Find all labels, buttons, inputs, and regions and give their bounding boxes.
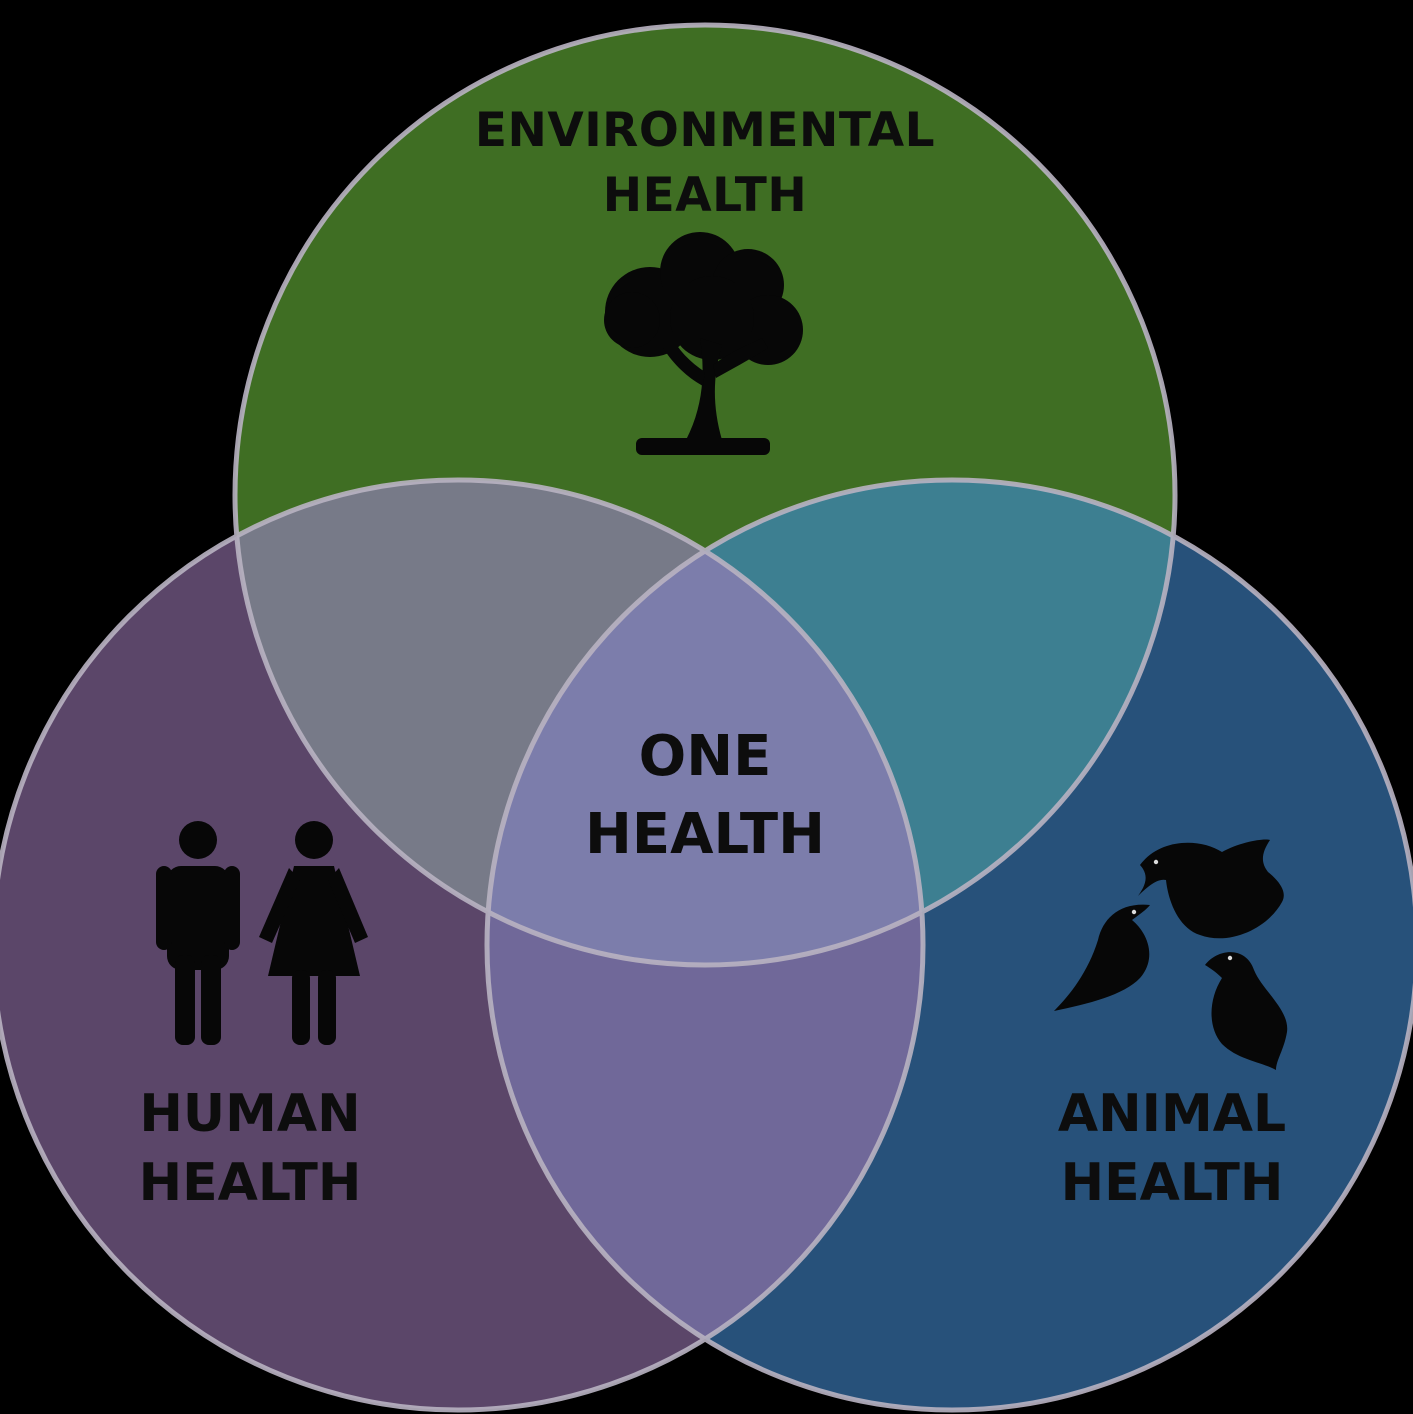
animal-health-label-line1: ANIMAL <box>1058 1084 1286 1144</box>
one-health-label-line2: HEALTH <box>585 802 825 867</box>
people-icon <box>156 821 368 1045</box>
environmental-health-label-line2: HEALTH <box>603 168 807 223</box>
tree-icon <box>604 232 803 455</box>
animal-circle-outline <box>484 477 1413 1413</box>
environmental-circle-outline <box>232 22 1178 968</box>
animal-health-label-line2: HEALTH <box>1061 1153 1284 1213</box>
one-health-center-overlap <box>487 480 923 965</box>
human-health-label-line1: HUMAN <box>139 1084 360 1144</box>
human-health-label-line2: HEALTH <box>139 1153 362 1213</box>
one-health-label-line1: ONE <box>639 724 772 789</box>
environmental-health-label-line1: ENVIRONMENTAL <box>475 103 935 158</box>
human-circle-outline <box>0 477 926 1413</box>
birds-icon <box>1054 839 1288 1070</box>
